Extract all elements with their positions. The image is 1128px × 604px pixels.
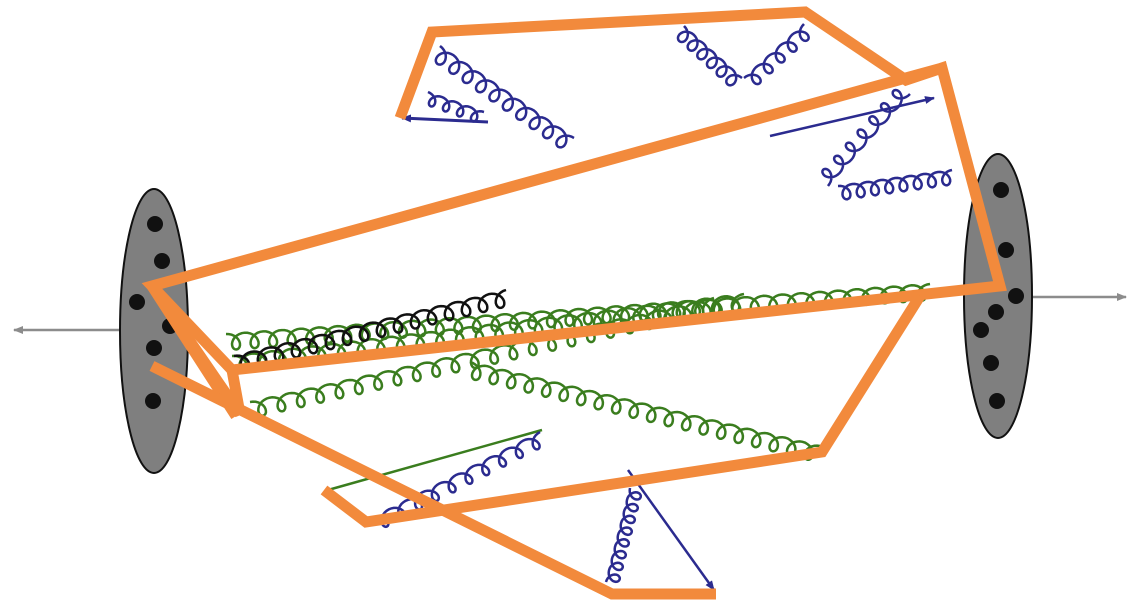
gluon-line [249, 296, 715, 417]
quark-line [327, 428, 543, 492]
string-lower-2 [320, 293, 925, 528]
gluon-line [837, 168, 953, 201]
parton-dot [998, 242, 1014, 258]
parton-dot [147, 216, 163, 232]
string-lower [149, 361, 716, 600]
gluon-line [821, 88, 911, 187]
gluon-line [469, 360, 821, 461]
gluon-line [427, 90, 485, 123]
parton-dot [973, 322, 989, 338]
parton-dot [989, 393, 1005, 409]
gluon-line [233, 288, 507, 371]
gluon-line [743, 23, 810, 86]
quark-line [626, 469, 716, 591]
parton-dot [1008, 288, 1024, 304]
gluon-line [676, 25, 743, 87]
parton-dot [145, 393, 161, 409]
gluon-line [604, 487, 643, 584]
gluon-line [434, 45, 575, 149]
quark-line [769, 96, 935, 138]
parton-dot [983, 355, 999, 371]
parton-dot [993, 182, 1009, 198]
color-strings [141, 6, 1007, 600]
parton-dot [129, 294, 145, 310]
parton-dot [146, 340, 162, 356]
string-middle [147, 282, 246, 419]
parton-dot [154, 253, 170, 269]
parton-dot [988, 304, 1004, 320]
left-hadron [119, 188, 189, 474]
string-upper [141, 6, 1007, 376]
